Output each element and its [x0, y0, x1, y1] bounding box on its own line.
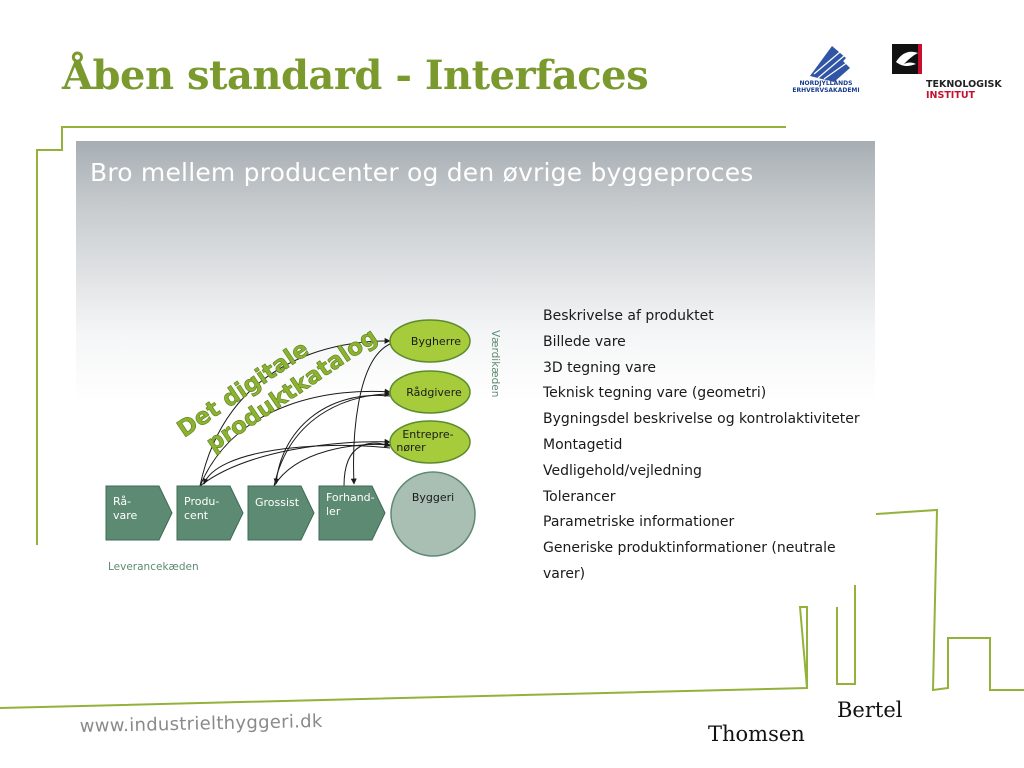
chain-node-producent: Produ- cent — [176, 485, 244, 541]
figure-heading: Bro mellem producenter og den øvrige byg… — [90, 158, 754, 187]
supply-chain-diagram: Bygherre Rådgivere Entrepre- nører Bygge… — [105, 319, 501, 573]
oval-bygherre: Bygherre — [389, 319, 471, 363]
author-first-name: Bertel — [837, 698, 903, 722]
list-item: Teknisk tegning vare (geometri) — [543, 385, 767, 402]
product-info-list: Beskrivelse af produktet Billede vare 3D… — [543, 304, 860, 588]
chain-node-raavare-line1: Rå- — [113, 495, 131, 508]
list-item: Generiske produktinformationer (neutrale… — [543, 540, 836, 582]
oval-bygherre-label: Bygherre — [411, 335, 461, 348]
slide-title: Åben standard - Interfaces — [62, 52, 649, 99]
chain-node-forhandler-line1: Forhand- — [326, 491, 375, 504]
nordjyllands-logo — [786, 38, 864, 102]
leverancekaeden-caption: Leverancekæden — [108, 561, 199, 573]
oval-entreprenoerer-label-1: Entrepre- — [402, 428, 453, 441]
oval-raadgivere: Rådgivere — [389, 370, 471, 414]
frame-tower-line — [836, 585, 856, 685]
teknologisk-logo-icon — [892, 44, 922, 74]
arrow-producent-entreprenoerer — [199, 438, 391, 487]
logo2-line-2: INSTITUT — [926, 90, 976, 101]
logo1-line-1: NORDJYLLANDS — [799, 80, 853, 87]
chain-node-grossist: Grossist — [247, 485, 315, 541]
arrow-entreprenoerer-producent — [202, 444, 391, 485]
byggeri-label: Byggeri — [412, 491, 454, 504]
arrow-bygherre-forhandler — [350, 343, 391, 485]
chain-node-producent-line2: cent — [184, 509, 209, 522]
arrow-producent-raadgivere — [199, 388, 391, 487]
chain-node-raavare: Rå- vare — [105, 485, 173, 541]
frame-top-line — [36, 126, 786, 545]
vaerdikaeden-caption: Værdikæden — [489, 330, 501, 397]
chain-node-producent-line1: Produ- — [184, 495, 219, 508]
teknologisk-logo-text: TEKNOLOGISK INSTITUT — [926, 79, 1002, 101]
list-item: Parametriske informationer — [543, 514, 735, 531]
list-item: Beskrivelse af produktet — [543, 308, 714, 324]
logo1-line-2: ERHVERVSAKADEMI — [792, 87, 860, 94]
oval-entreprenoerer-label-2: nører — [396, 441, 426, 454]
list-item: 3D tegning vare — [543, 359, 657, 376]
chain-node-grossist-line1: Grossist — [255, 496, 300, 509]
arrow-forhandler-entreprenoerer — [343, 441, 391, 487]
figure-panel — [76, 141, 875, 544]
list-item: Bygningsdel beskrivelse og kontrolaktivi… — [543, 411, 860, 428]
catalog-label: Det digitale produktkatalog — [173, 323, 383, 457]
arrow-grossist-entreprenoerer — [273, 441, 391, 487]
byggeri-circle: Byggeri — [390, 471, 476, 557]
connection-arrows — [199, 337, 391, 487]
chain-node-raavare-line2: vare — [113, 509, 138, 522]
list-item: Vedligehold/vejledning — [543, 462, 702, 479]
frame-skyline-line — [875, 508, 1024, 692]
oval-entreprenoerer: Entrepre- nører — [389, 420, 471, 464]
nordjyllands-logo-text: NORDJYLLANDS ERHVERVSAKADEMI — [786, 80, 866, 94]
chain-node-forhandler-line2: ler — [326, 505, 341, 518]
list-item: Billede vare — [543, 333, 626, 350]
list-item: Tolerancer — [543, 488, 616, 505]
logo2-line-1: TEKNOLOGISK — [926, 79, 1002, 90]
arrow-grossist-raadgivere — [273, 391, 391, 487]
chain-node-forhandler: Forhand- ler — [318, 485, 386, 541]
frame-bottom-line — [0, 606, 809, 709]
arrow-producent-bygherre — [199, 337, 391, 487]
author-last-name: Thomsen — [708, 722, 805, 746]
oval-raadgivere-label: Rådgivere — [406, 386, 462, 399]
list-item: Montagetid — [543, 436, 623, 453]
arrow-raadgivere-grossist — [273, 394, 391, 485]
